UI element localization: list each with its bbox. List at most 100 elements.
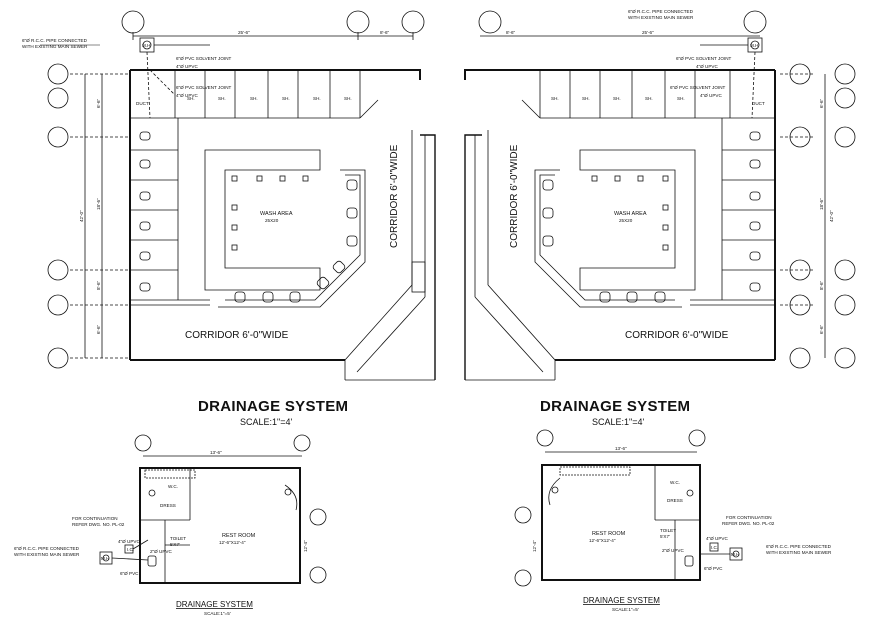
main-scale-right: SCALE:1"=4' — [592, 417, 644, 427]
pipe-note: 4"Ø UPVC — [118, 539, 140, 544]
shower-label: SH. — [282, 96, 290, 101]
wash-area-sub-right: 25X20 — [619, 218, 633, 223]
pipe-note: 6"Ø PVC SOLVENT JOINT — [670, 85, 726, 90]
shower-label: SH. — [218, 96, 226, 101]
sewer-note: WITH EXISTING MAIN SEWER — [628, 15, 694, 20]
grid-bubble — [47, 87, 69, 109]
pipe-note: 6"Ø PVC SOLVENT JOINT — [176, 85, 232, 90]
grid-bubble — [47, 294, 69, 316]
dimension-label: 12'-4" — [303, 540, 308, 552]
rest-room-dim: 12'-6"X12'-4" — [219, 540, 246, 545]
left-main-plan-text: DRAINAGE SYSTEM SCALE:1"=4' CORRIDOR 6'-… — [22, 30, 400, 427]
dimension-label: 12'-4" — [532, 540, 537, 552]
dimension-label: 8'-6" — [506, 30, 516, 35]
pipe-note: 4"Ø UPVC — [696, 64, 718, 69]
dimension-label: 25'-6" — [238, 30, 250, 35]
pipe-note: 4"Ø UPVC — [176, 64, 198, 69]
duct-left: DUCT — [136, 101, 149, 106]
grid-bubble — [47, 63, 69, 85]
corridor-vertical-left: CORRIDOR 6'-0"WIDE — [389, 144, 400, 248]
wash-area-right: WASH AREA — [614, 211, 647, 217]
dimension-label: 13'-6" — [210, 450, 222, 455]
dimension-label: 42'-0" — [79, 210, 84, 222]
small-left-plan-text: DRAINAGE SYSTEM SCALE:1"=5' REST ROOM 12… — [14, 450, 308, 616]
toilet-label: TOILET — [660, 528, 676, 533]
dress-label: DRESS — [667, 498, 683, 503]
dress-label: DRESS — [160, 503, 176, 508]
small-title-right: DRAINAGE SYSTEM — [583, 596, 660, 605]
grid-bubble — [47, 126, 69, 148]
left-main-plan — [40, 10, 436, 381]
corridor-label-right: CORRIDOR 6'-0"WIDE — [625, 330, 729, 341]
dimension-label: 8'-6" — [380, 30, 390, 35]
wash-area-left: WASH AREA — [260, 211, 293, 217]
shower-label: SH. — [645, 96, 653, 101]
grid-bubble — [121, 10, 145, 34]
sewer-note: 6"Ø R.C.C. PIPE CONNECTED — [766, 544, 832, 549]
dimension-label: 18'-6" — [819, 198, 824, 210]
pipe-note: 2"Ø UPVC — [150, 549, 172, 554]
grid-bubble — [47, 347, 69, 369]
pipe-note: 6"Ø PVC SOLVENT JOINT — [176, 56, 232, 61]
dimension-label: 25'-6" — [642, 30, 654, 35]
dimension-label: 18'-6" — [96, 198, 101, 210]
main-title-right: DRAINAGE SYSTEM — [540, 398, 690, 415]
grid-bubble — [47, 259, 69, 281]
continuation-note: REFER DWG. NO. PL-02 — [722, 521, 775, 526]
sewer-note: WITH EXISTING MAIN SEWER — [766, 550, 832, 555]
shower-label: SH. — [582, 96, 590, 101]
dimension-label: 13'-6" — [615, 446, 627, 451]
right-main-plan-text: DRAINAGE SYSTEM SCALE:1"=4' CORRIDOR 6'-… — [506, 9, 834, 427]
sewer-note: 6"Ø R.C.C. PIPE CONNECTED — [14, 546, 80, 551]
dimension-label: 6'-6" — [819, 324, 824, 334]
dimension-label: 42'-0" — [829, 210, 834, 222]
small-title-left: DRAINAGE SYSTEM — [176, 600, 253, 609]
shower-label: SH. — [551, 96, 559, 101]
small-scale-right: SCALE:1"=5' — [612, 607, 639, 612]
small-scale-left: SCALE:1"=5' — [204, 611, 231, 616]
shower-label: SH. — [250, 96, 258, 101]
manhole-label: M.H — [750, 43, 758, 48]
dimension-label: 6'-6" — [96, 98, 101, 108]
grid-bubble — [401, 10, 425, 34]
wc-label: W.C. — [670, 480, 680, 485]
rest-room-dim: 12'-6"X12'-4" — [589, 538, 616, 543]
shower-label: SH. — [187, 96, 195, 101]
wc-label: W.C. — [168, 484, 178, 489]
sewer-note: WITH EXISTING MAIN SEWER — [22, 44, 88, 49]
toilet-dim: 5'X7' — [660, 534, 670, 539]
shower-label: SH. — [313, 96, 321, 101]
toilet-dim: 5'X7' — [170, 542, 180, 547]
wash-area-sub-left: 25X20 — [265, 218, 279, 223]
sewer-note: 6"Ø R.C.C. PIPE CONNECTED — [628, 9, 694, 14]
right-main-plan — [464, 10, 856, 381]
pipe-note: 4"Ø UPVC — [706, 536, 728, 541]
pipe-note: 6"Ø PVC — [120, 571, 139, 576]
dimension-label: 6'-6" — [96, 324, 101, 334]
shower-label: SH. — [613, 96, 621, 101]
toilet-label: TOILET — [170, 536, 186, 541]
duct-right: DUCT — [752, 101, 765, 106]
sewer-note: WITH EXISTING MAIN SEWER — [14, 552, 80, 557]
manhole-label: M.H — [142, 43, 150, 48]
continuation-note: REFER DWG. NO. PL-02 — [72, 522, 125, 527]
small-left-plan — [99, 434, 327, 584]
continuation-note: FOR CONTINUATION — [72, 516, 118, 521]
continuation-note: FOR CONTINUATION — [726, 515, 772, 520]
dimension-label: 6'-6" — [819, 98, 824, 108]
pipe-note: 6"Ø PVC SOLVENT JOINT — [676, 56, 732, 61]
shower-label: SH. — [344, 96, 352, 101]
rest-room-label: REST ROOM — [592, 531, 626, 537]
manhole-label: M.H — [731, 552, 739, 557]
sewer-note: 6"Ø R.C.C. PIPE CONNECTED — [22, 38, 88, 43]
grid-bubble — [346, 10, 370, 34]
corridor-label-left: CORRIDOR 6'-0"WIDE — [185, 330, 289, 341]
small-right-plan — [514, 429, 743, 587]
pipe-note: 4"Ø UPVC — [176, 93, 198, 98]
ic-label: I.C. — [711, 545, 718, 550]
pipe-note: 4"Ø UPVC — [700, 93, 722, 98]
pipe-note: 6"Ø PVC — [704, 566, 723, 571]
main-scale-left: SCALE:1"=4' — [240, 417, 292, 427]
corridor-vertical-right: CORRIDOR 6'-0"WIDE — [509, 144, 520, 248]
